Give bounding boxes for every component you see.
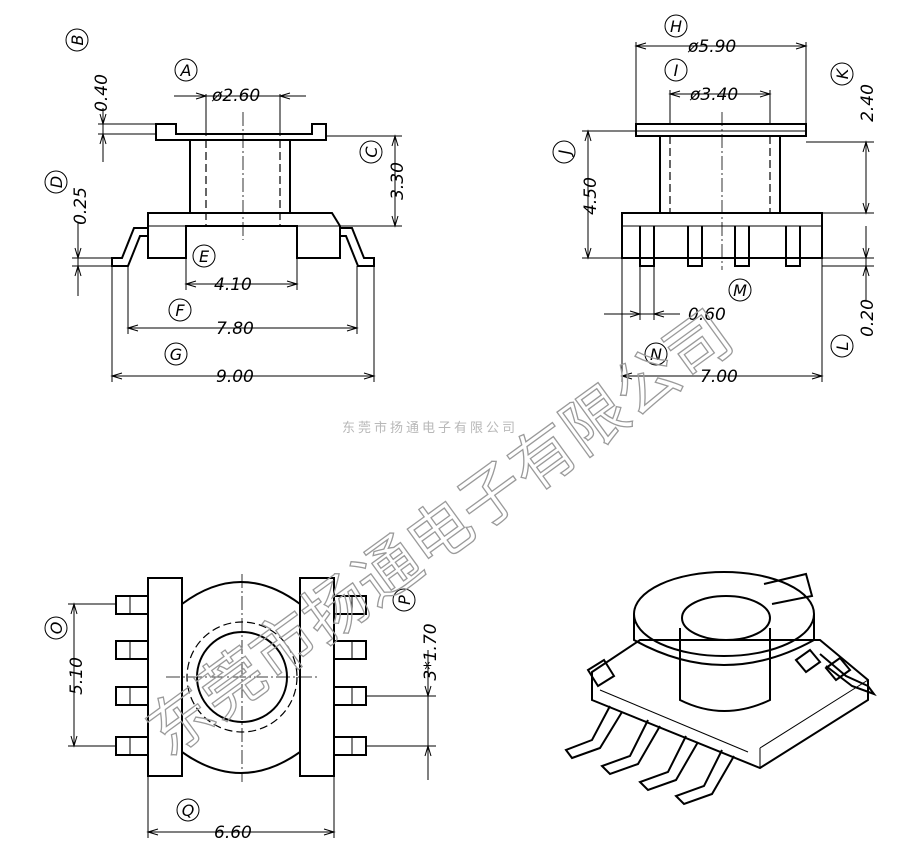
svg-text:E: E [199,247,210,266]
svg-text:A: A [180,61,192,80]
svg-text:J: J [555,149,574,157]
label-Q: Q [176,798,200,822]
label-N: N [644,342,668,366]
dim-B-value: 0.40 [92,74,112,112]
svg-text:K: K [833,67,852,79]
svg-text:M: M [733,281,747,300]
dim-E-value: 4.10 [214,275,252,295]
dim-Q-value: 6.60 [214,823,252,843]
front-view: ø2.60 0.40 3.30 0.25 4.10 7.80 9.00 [71,74,408,387]
dim-C-value: 3.30 [388,162,408,200]
label-O: O [44,616,68,640]
top-view: 5.10 3*1.70 6.60 [67,574,441,843]
svg-text:I: I [674,61,679,80]
label-bubbles: A B C D E F G H I J K L M N O P Q [44,14,854,822]
dim-A-value: ø2.60 [211,86,260,106]
label-A: A [174,58,198,82]
label-G: G [164,342,188,366]
label-L: L [830,334,854,358]
svg-text:Q: Q [182,801,195,820]
svg-text:D: D [47,176,66,188]
label-C: C [359,140,383,164]
side-view: ø5.90 ø3.40 4.50 2.40 0.20 0.60 7.00 [581,37,878,387]
svg-text:P: P [395,595,414,605]
label-B: B [65,28,89,52]
dim-N-value: 7.00 [700,367,738,387]
dim-L-value: 0.20 [858,299,878,337]
svg-text:F: F [175,301,185,320]
dim-K-value: 2.40 [858,84,878,122]
svg-text:L: L [833,342,852,351]
dim-M-value: 0.60 [688,305,726,325]
dim-I-value: ø3.40 [689,85,738,105]
dim-H-value: ø5.90 [687,37,736,57]
label-I: I [664,58,688,82]
svg-text:G: G [170,345,182,364]
label-J: J [552,140,576,164]
svg-text:C: C [362,146,381,158]
label-D: D [44,170,68,194]
label-F: F [168,298,192,322]
dim-G-value: 9.00 [216,367,254,387]
svg-text:B: B [68,35,87,46]
dim-D-value: 0.25 [71,187,91,225]
dim-O-value: 5.10 [67,657,87,695]
label-E: E [192,244,216,268]
svg-text:O: O [47,622,66,635]
label-M: M [728,278,752,302]
dim-P-value: 3*1.70 [421,623,441,680]
dim-J-value: 4.50 [581,177,601,215]
svg-text:N: N [650,345,662,364]
label-P: P [392,588,416,612]
dim-F-value: 7.80 [216,319,254,339]
label-K: K [830,62,854,86]
watermark-small: 东莞市扬通电子有限公司 [342,420,518,436]
isometric-view [564,571,877,806]
svg-text:H: H [670,17,682,36]
label-H: H [664,14,688,38]
